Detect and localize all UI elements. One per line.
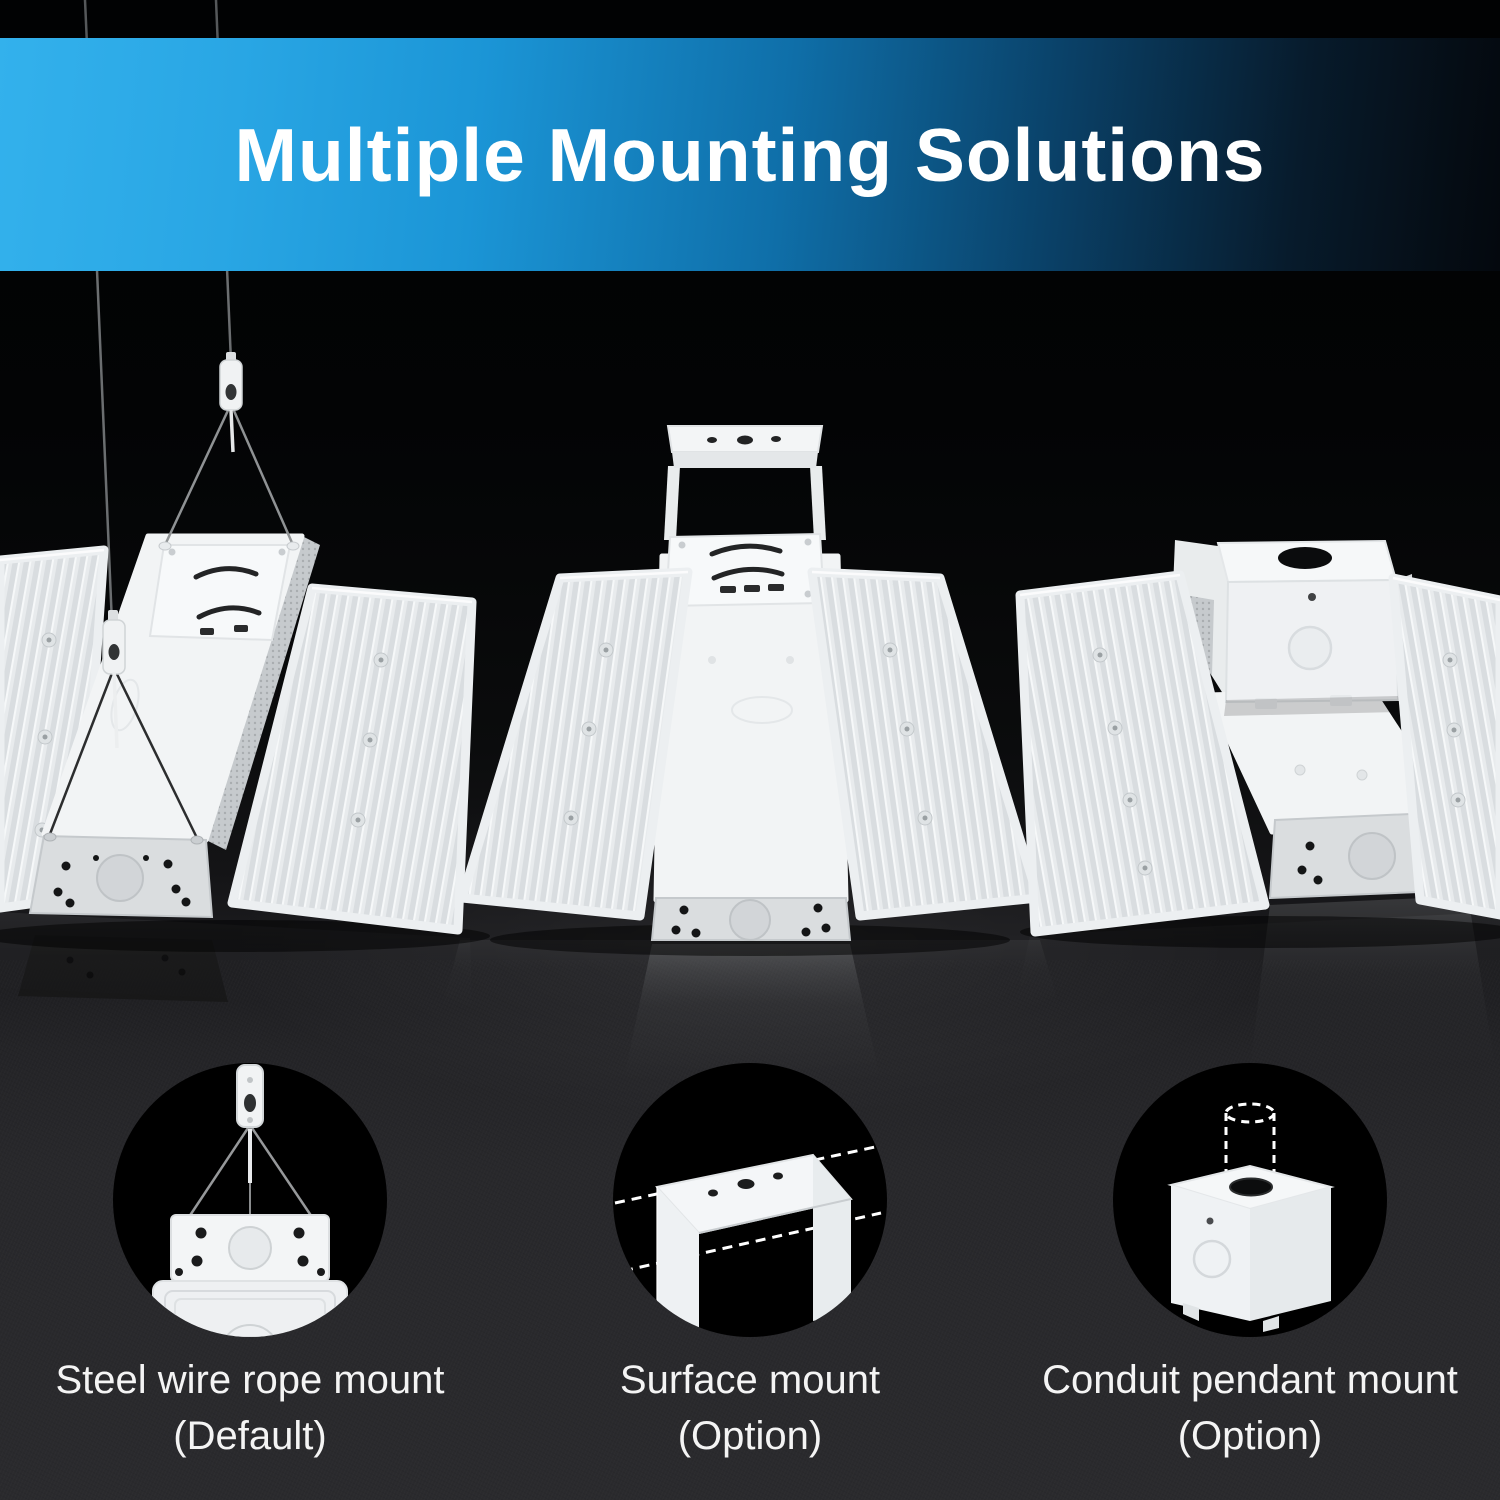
mount-option-name: Surface mount (619, 1358, 881, 1402)
mount-options-row: Steel wire rope mount (Default) (0, 1063, 1500, 1459)
knockout-hole (1348, 832, 1396, 880)
conduit-hole (1278, 547, 1332, 569)
wire-gripper (158, 352, 300, 551)
mount-option-conduit-pendant: Conduit pendant mount (Option) (1000, 1063, 1500, 1459)
wire-gripper (43, 610, 204, 845)
banner: Multiple Mounting Solutions (0, 38, 1500, 271)
conduit-pendant-mount-icon (1113, 1063, 1387, 1337)
lens-panel (457, 567, 693, 921)
mount-option-availability: (Option) (1177, 1414, 1323, 1458)
fixture-steel-wire-rope-mount (0, 352, 490, 952)
mount-option-name: Conduit pendant mount (1042, 1358, 1458, 1402)
knockout-hole (96, 854, 144, 902)
knockout-hole (1287, 625, 1333, 671)
mount-option-surface: Surface mount (Option) (500, 1063, 1000, 1459)
knockout-hole (729, 899, 771, 941)
fixture-conduit-pendant-mount (1015, 539, 1500, 948)
mount-option-name: Steel wire rope mount (55, 1358, 445, 1402)
steel-wire-rope-mount-icon (113, 1063, 387, 1337)
banner-title: Multiple Mounting Solutions (234, 112, 1266, 197)
mount-option-steel-wire-rope: Steel wire rope mount (Default) (0, 1063, 500, 1459)
conduit-pendant-box (1216, 539, 1414, 716)
fixture-surface-mount (457, 425, 1043, 956)
mount-option-availability: (Option) (677, 1414, 823, 1458)
surface-mount-icon (613, 1063, 887, 1337)
mount-option-availability: (Default) (173, 1414, 327, 1458)
surface-mount-bracket (664, 425, 826, 540)
